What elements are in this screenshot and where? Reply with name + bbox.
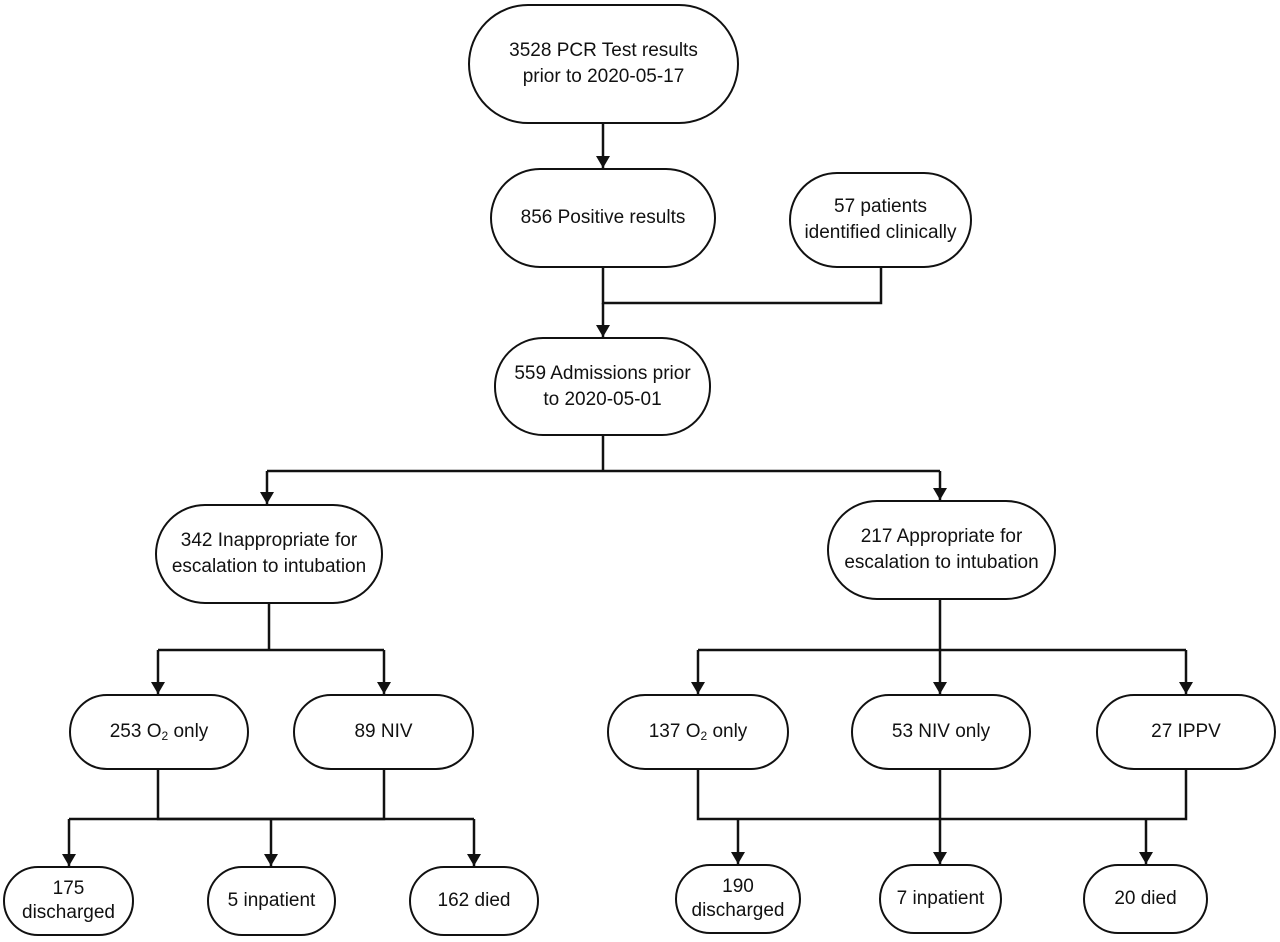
node-appropriate-inpatient-label: 7 inpatient xyxy=(896,888,985,909)
node-inappropriate-discharged-line2: discharged xyxy=(22,902,115,923)
node-appropriate-died: 20 died xyxy=(1083,864,1208,934)
node-positive-results-label: 856 Positive results xyxy=(520,207,686,228)
node-appropriate-niv-only: 53 NIV only xyxy=(851,694,1031,770)
node-identified-clinically-line1: 57 patients xyxy=(834,196,927,217)
node-identified-clinically-line2: identified clinically xyxy=(804,222,957,243)
node-appropriate-died-label: 20 died xyxy=(1114,888,1177,909)
node-appropriate-o2-label: 137 O2 only xyxy=(649,719,748,745)
node-inappropriate-line2: escalation to intubation xyxy=(171,556,367,577)
line-inapp-outcomes-merge xyxy=(156,770,386,821)
node-inappropriate-o2-count: 253 xyxy=(109,721,142,742)
node-appropriate-for-intubation: 217 Appropriate for escalation to intuba… xyxy=(827,500,1056,600)
node-appropriate-discharged-line1: 190 xyxy=(722,876,754,897)
node-positive-results: 856 Positive results xyxy=(490,168,716,268)
node-admissions-line1: 559 Admissions prior xyxy=(514,362,691,384)
node-appropriate-line2: escalation to intubation xyxy=(844,552,1039,573)
node-pcr-test-results-line1: 3528 PCR Test results xyxy=(509,40,698,61)
node-inappropriate-died: 162 died xyxy=(409,866,539,936)
node-inappropriate-line1: 342 Inappropriate for xyxy=(180,530,358,551)
node-appropriate-o2-count: 137 xyxy=(648,721,681,742)
node-appropriate-discharged-line2: discharged xyxy=(691,900,785,921)
line-app-outcomes-merge xyxy=(696,770,1188,821)
node-inappropriate-o2-label: 253 O2 only xyxy=(110,719,209,745)
node-admissions: 559 Admissions prior to 2020-05-01 xyxy=(494,337,711,436)
node-inappropriate-o2-subscript: 2 xyxy=(161,729,169,743)
node-inappropriate-inpatient-label: 5 inpatient xyxy=(227,890,316,911)
node-inappropriate-inpatient: 5 inpatient xyxy=(207,866,336,936)
node-appropriate-niv-label: 53 NIV only xyxy=(891,721,991,742)
node-inappropriate-for-intubation: 342 Inappropriate for escalation to intu… xyxy=(155,504,383,604)
node-inappropriate-niv: 89 NIV xyxy=(293,694,474,770)
node-identified-clinically: 57 patients identified clinically xyxy=(789,172,972,268)
node-appropriate-ippv-label: 27 IPPV xyxy=(1151,721,1221,742)
node-inappropriate-discharged-line1: 175 xyxy=(52,878,85,899)
node-inappropriate-niv-label: 89 NIV xyxy=(354,721,413,742)
node-pcr-test-results: 3528 PCR Test results prior to 2020-05-1… xyxy=(468,4,739,124)
node-inappropriate-died-label: 162 died xyxy=(437,890,511,911)
line-positive-to-merge xyxy=(601,268,883,305)
node-appropriate-inpatient: 7 inpatient xyxy=(879,864,1002,934)
node-appropriate-ippv: 27 IPPV xyxy=(1096,694,1276,770)
node-appropriate-o2-rest: only xyxy=(712,721,748,742)
node-appropriate-o2-subscript: 2 xyxy=(700,729,708,743)
node-appropriate-o2-only: 137 O2 only xyxy=(607,694,789,770)
node-inappropriate-o2-only: 253 O2 only xyxy=(69,694,249,770)
node-appropriate-o2-symbol: O xyxy=(685,721,701,742)
node-appropriate-discharged: 190 discharged xyxy=(675,864,801,934)
node-inappropriate-discharged: 175 discharged xyxy=(3,866,134,936)
node-appropriate-line1: 217 Appropriate for xyxy=(860,526,1023,547)
node-admissions-line2: to 2020-05-01 xyxy=(543,388,662,410)
node-pcr-test-results-line2: prior to 2020-05-17 xyxy=(522,66,685,87)
node-inappropriate-o2-rest: only xyxy=(173,721,209,742)
node-inappropriate-o2-symbol: O xyxy=(146,721,162,742)
